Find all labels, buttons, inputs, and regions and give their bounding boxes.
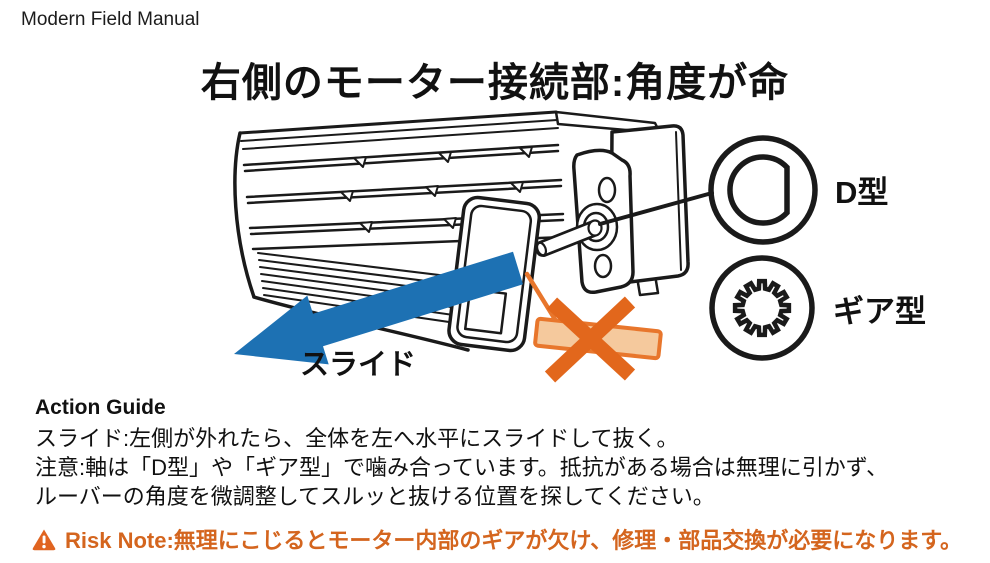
d-type-label: D型	[835, 175, 888, 210]
action-guide-line: ルーバーの角度を微調整してスルッと抜ける位置を探してください。	[35, 484, 715, 509]
shaft-type-callouts	[598, 135, 818, 361]
gear-type-circle	[709, 255, 815, 361]
slide-arrow-group: スライド	[234, 251, 523, 381]
gear-shape-icon	[732, 278, 792, 338]
slide-arrow	[234, 251, 523, 365]
wrong-angle-callout-line	[524, 271, 559, 324]
page-title: 右側のモーター接続部:角度が命	[200, 61, 790, 105]
warning-triangle-icon	[32, 529, 56, 550]
motor-illustration	[534, 110, 690, 297]
d-type-callout-line	[598, 191, 714, 226]
action-guide-heading: Action Guide	[35, 396, 166, 419]
risk-note: Risk Note:無理にこじるとモーター内部のギアが欠け、修理・部品交換が必要…	[31, 523, 962, 555]
d-type-circle	[708, 135, 818, 245]
action-guide-line: 注意:軸は「D型」や「ギア型」で噛み合っています。抵抗がある場合は無理に引かず、	[35, 455, 889, 480]
cross-mark-icon	[544, 296, 636, 383]
wrong-angle-warning	[524, 271, 663, 383]
action-guide-section: Action Guide スライド:左側が外れたら、全体を左へ水平にスライドして…	[35, 396, 888, 511]
action-guide-line: スライド:左側が外れたら、全体を左へ水平にスライドして抜く。	[35, 426, 679, 451]
motor-shaft	[534, 219, 603, 257]
brand-text: Modern Field Manual	[21, 9, 200, 30]
risk-note-label: Risk Note:	[65, 528, 174, 553]
slide-label: スライド	[300, 349, 416, 381]
gear-type-label: ギア型	[833, 294, 926, 329]
d-shape-icon	[727, 154, 790, 226]
risk-note-body: 無理にこじるとモーター内部のギアが欠け、修理・部品交換が必要になります。	[173, 528, 963, 553]
risk-note-text: Risk Note:無理にこじるとモーター内部のギアが欠け、修理・部品交換が必要…	[65, 523, 962, 555]
